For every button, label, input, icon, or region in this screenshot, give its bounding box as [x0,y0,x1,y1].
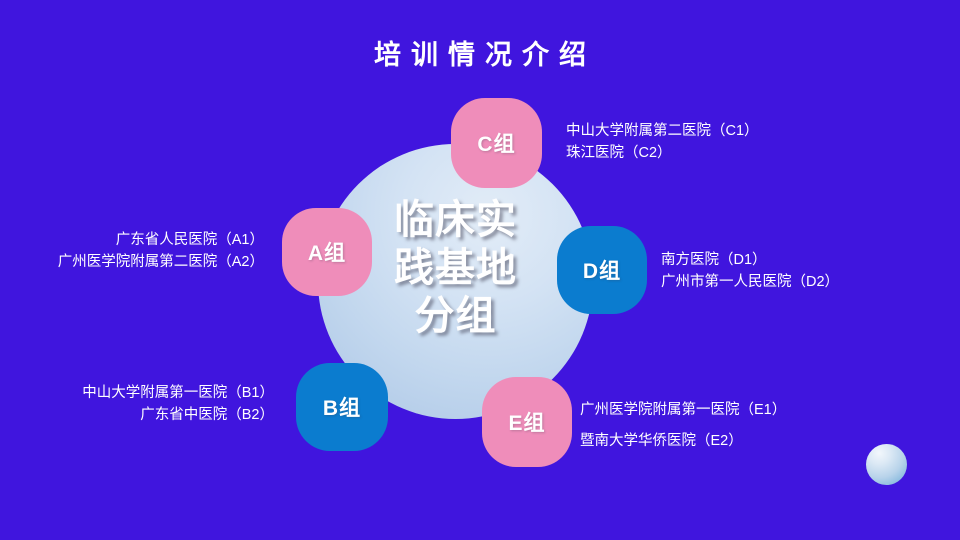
list-item: 中山大学附属第一医院（B1） [82,385,274,401]
group-e-hospital-list: 广州医学院附属第一医院（E1） 暨南大学华侨医院（E2） [580,395,910,457]
group-badge-e[interactable]: E组 [482,377,572,467]
page-title: 培训情况介绍 [374,40,596,70]
group-badge-b[interactable]: B组 [296,363,388,451]
decorative-dot-icon [866,444,907,485]
list-item: 广州市第一人民医院（D2） [661,274,840,290]
center-label: 临床实 践基地 分组 [318,196,593,340]
list-item: 南方医院（D1） [661,252,767,268]
group-badge-a[interactable]: A组 [282,208,372,296]
group-badge-c[interactable]: C组 [451,98,542,188]
list-item: 暨南大学华侨医院（E2） [580,433,743,449]
group-a-hospital-list: 广东省人民医院（A1） 广州医学院附属第二医院（A2） [2,229,264,273]
list-item: 广州医学院附属第一医院（E1） [580,402,787,418]
list-item: 广州医学院附属第二医院（A2） [57,254,264,270]
center-label-line-3: 分组 [414,294,497,338]
center-label-line-2: 践基地 [394,246,517,290]
center-label-line-1: 临床实 [394,198,517,242]
group-c-hospital-list: 中山大学附属第二医院（C1） 珠江医院（C2） [566,120,896,164]
group-badge-d[interactable]: D组 [557,226,647,314]
group-d-hospital-list: 南方医院（D1） 广州市第一人民医院（D2） [661,249,951,293]
list-item: 珠江医院（C2） [566,145,672,161]
list-item: 中山大学附属第二医院（C1） [566,123,759,139]
list-item: 广东省中医院（B2） [140,407,274,423]
group-b-hospital-list: 中山大学附属第一医院（B1） 广东省中医院（B2） [2,382,274,426]
list-item: 广东省人民医院（A1） [115,232,264,248]
